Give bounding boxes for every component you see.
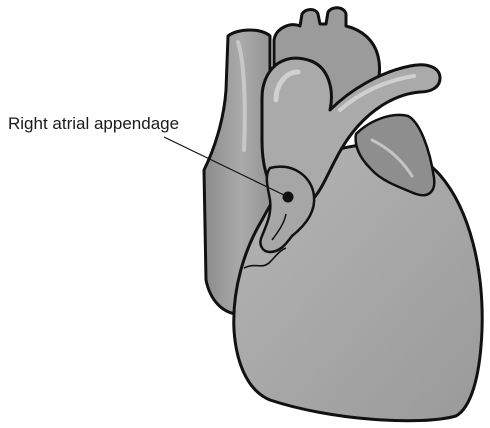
right-atrial-appendage-label: Right atrial appendage (8, 115, 179, 132)
callout-point (283, 192, 294, 203)
